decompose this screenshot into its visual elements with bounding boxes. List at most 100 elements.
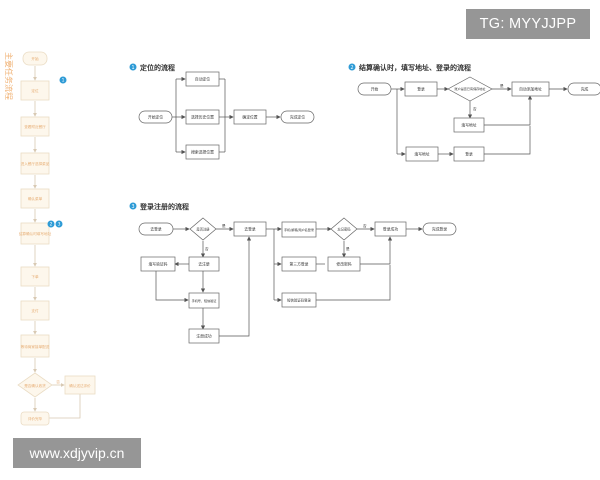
sidebar-step-7 [20,266,50,287]
sidebar-step-9 [20,334,50,358]
sidebar-step-text-1: 开始 [31,56,39,61]
s1-confirm-text: 确定位置 [242,115,257,120]
s3-main-login-node [138,222,174,236]
watermark-top-right: TG: MYYJJPP [466,9,590,39]
sidebar-step-text-12: 评价完毕 [28,416,43,421]
s3-sms-login-text: 短信验证码登录 [287,298,311,303]
s2-fill-addr-node [453,117,485,133]
sidebar-step-1 [22,51,48,66]
sidebar-step-text-5: 确认菜单 [28,196,43,201]
s3-decision1-node [189,217,217,241]
s1-auto-node [185,71,220,87]
login-register-flow: 3 登录注册的流程 是 否 是 [129,202,457,344]
sidebar-badge-1-text: 1 [62,78,65,84]
s3-modify-pwd-node [327,256,361,272]
sidebar-step-11 [64,375,96,395]
sidebar-step-text-8: 支付 [31,308,39,313]
s2-fill-addr-text: 填写地址 [461,123,476,128]
sidebar-step-5 [20,188,50,209]
s3-yes-label-2: 是 [346,246,350,251]
s3-main-login2-text: 去登录 [244,227,256,232]
s3-login-ok-text: 登录成功 [383,227,398,232]
section1-number-badge [129,63,137,71]
s3-main-login-text: 去登录 [150,227,162,232]
sidebar-badge-2a-text: 2 [50,222,53,228]
s1-done-text: 完成定位 [290,115,305,120]
main-task-flow: 主要任务流程 [4,51,96,426]
s3-fill-code-text: 填写验证码 [149,262,168,267]
s3-register-ok-text: 注册成功 [196,334,211,339]
s3-modify-pwd-text: 修改密码 [336,262,351,267]
sidebar-step-text-9: 等待商家接单配送 [21,344,50,349]
s1-done-node [280,110,315,124]
s2-decision-text: 账户是否已有保存地址 [455,86,486,91]
section3-number: 3 [131,204,134,210]
s2-start-text: 开始 [371,87,379,92]
section2-number-badge [348,63,356,71]
checkout-flow: 2 结算确认时，填写地址、登录的流程 是 否 [348,63,600,162]
s3-register-ok-node [188,328,220,344]
s2-login2-text: 登录 [465,152,473,157]
sidebar-step-8 [20,300,50,321]
s3-register-node [188,256,220,272]
s1-confirm-node [233,109,267,125]
sidebar-step-text-11: 确认送达评价 [69,383,91,388]
s3-no-label-2: 否 [363,224,367,228]
s3-done-text: 完成登录 [432,227,447,232]
s1-start-text: 开始定位 [148,115,163,120]
s3-third-party-node [281,256,317,272]
s2-yes-label: 是 [500,83,504,88]
s3-fill-code-node [140,256,176,272]
s3-decision1-text: 是否注册 [196,227,210,232]
s3-sms-login-node [281,292,317,308]
watermark-bottom-left: www.xdjyvip.cn [13,438,141,468]
s2-decision-node [447,76,493,102]
sidebar-step-text-10: 是否确认收货 [24,383,46,388]
sidebar-badge-1 [59,76,67,84]
section3-number-badge [129,202,137,210]
sidebar-step-3 [20,116,50,137]
s3-phone-verify-node [188,292,220,309]
sidebar-step-text-3: 查看附近餐厅 [24,124,46,129]
sidebar-badge-2b-text: 3 [58,222,61,228]
s3-done-node [422,222,457,236]
sidebar-no-label: 否 [56,380,60,384]
sidebar-step-2 [20,80,50,101]
s3-phone-login-text: 手机/邮箱/用户名登录 [284,227,314,232]
sidebar-step-6 [20,222,50,245]
sidebar-title: 主要任务流程 [4,52,14,100]
s2-login2-node [453,146,485,162]
s3-main-login2-node [233,221,267,237]
s3-no-label-1: 否 [205,247,209,251]
s2-fill-addr2-node [405,146,439,162]
s1-auto-text: 自动定位 [195,77,210,82]
s2-auto-fill-node [511,81,550,97]
s2-auto-fill-text: 自动添加地址 [519,87,542,92]
s2-start-node [357,82,392,96]
s3-third-party-text: 第三方登录 [290,262,309,267]
s2-no-label: 否 [473,107,477,111]
s1-search-text: 搜索选择位置 [191,150,214,155]
section3-title: 登录注册的流程 [139,202,189,211]
sidebar-step-4 [20,152,50,175]
sidebar-step-10 [17,372,53,398]
s1-start-node [138,110,173,124]
s2-done-text: 完成 [581,87,589,92]
locate-flow: 1 定位的流程 开始定位 自动定位 选择历史位置 搜索 [129,63,315,160]
s1-history-node [185,109,220,125]
s3-login-ok-node [374,221,407,237]
sidebar-step-text-4: 进入餐厅选择菜品 [21,161,50,166]
sidebar-badge-2b [55,220,63,228]
s2-done-node [567,82,600,96]
s3-phone-login-node [281,221,317,238]
s1-history-text: 选择历史位置 [191,115,214,120]
sidebar-badge-2a [47,220,55,228]
sidebar-step-text-2: 定位 [31,88,39,93]
s3-register-text: 去注册 [198,262,210,267]
sidebar-step-12 [20,411,50,426]
sidebar-step-text-6: 结算确认时填写地址 [19,231,52,236]
section1-title: 定位的流程 [140,63,175,72]
s2-login-node [404,81,438,97]
s2-login-text: 登录 [417,87,425,92]
